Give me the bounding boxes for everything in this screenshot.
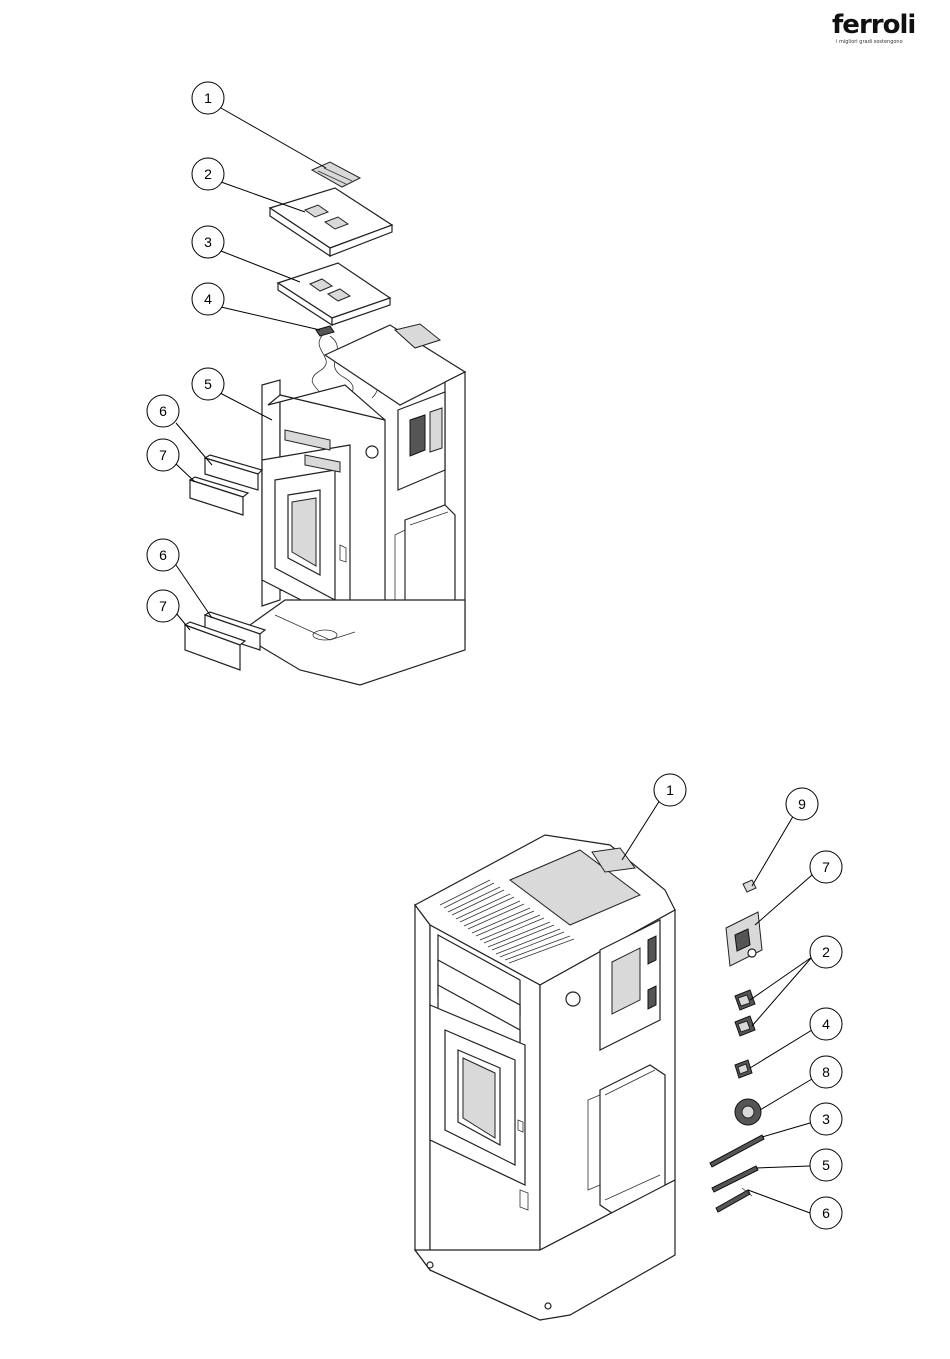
callout-top-4: 4 <box>192 283 224 315</box>
callout-top-6a: 6 <box>147 395 179 427</box>
callout-bot-2: 2 <box>810 936 842 968</box>
top-cover-plate <box>270 188 392 256</box>
part-7-control-board <box>726 912 762 966</box>
inner-top-plate <box>278 263 390 325</box>
svg-text:8: 8 <box>822 1064 830 1080</box>
callout-top-5: 5 <box>192 368 224 400</box>
part-2-switches <box>735 990 755 1036</box>
svg-text:5: 5 <box>204 376 212 392</box>
part-6-probe <box>716 1188 752 1212</box>
top-grille-part <box>312 162 360 187</box>
callout-top-1: 1 <box>192 82 224 114</box>
svg-text:6: 6 <box>159 547 167 563</box>
svg-text:4: 4 <box>822 1016 830 1032</box>
stove-frame-top <box>250 324 465 685</box>
part-4-connector <box>735 1060 752 1078</box>
svg-text:1: 1 <box>666 782 674 798</box>
callout-bot-4: 4 <box>810 1008 842 1040</box>
callout-top-3: 3 <box>192 226 224 258</box>
svg-text:1: 1 <box>204 90 212 106</box>
bottom-assembly-view: 1 9 7 2 4 8 3 5 6 <box>415 774 842 1320</box>
svg-text:3: 3 <box>204 234 212 250</box>
svg-text:7: 7 <box>159 447 167 463</box>
part-3-probe <box>710 1135 764 1167</box>
svg-text:6: 6 <box>822 1205 830 1221</box>
part-5-probe <box>712 1166 758 1192</box>
svg-text:6: 6 <box>159 403 167 419</box>
svg-text:3: 3 <box>822 1111 830 1127</box>
callout-bot-6: 6 <box>810 1197 842 1229</box>
top-exploded-view: 1 2 3 4 5 6 7 6 7 <box>147 82 465 685</box>
callout-bot-5: 5 <box>810 1149 842 1181</box>
callout-bot-3: 3 <box>810 1103 842 1135</box>
callout-top-7b: 7 <box>147 590 179 622</box>
callout-top-2: 2 <box>192 158 224 190</box>
svg-text:7: 7 <box>822 859 830 875</box>
callout-bot-1: 1 <box>654 774 686 806</box>
stove-body-bottom <box>415 835 675 1320</box>
svg-text:9: 9 <box>798 796 806 812</box>
callout-bot-9: 9 <box>786 788 818 820</box>
svg-text:2: 2 <box>204 166 212 182</box>
part-8-fan-motor <box>735 1099 761 1125</box>
callout-top-7a: 7 <box>147 439 179 471</box>
svg-text:5: 5 <box>822 1157 830 1173</box>
callout-top-6b: 6 <box>147 539 179 571</box>
svg-text:4: 4 <box>204 291 212 307</box>
svg-text:7: 7 <box>159 598 167 614</box>
svg-text:2: 2 <box>822 944 830 960</box>
callout-bot-7: 7 <box>810 851 842 883</box>
callout-bot-8: 8 <box>810 1056 842 1088</box>
